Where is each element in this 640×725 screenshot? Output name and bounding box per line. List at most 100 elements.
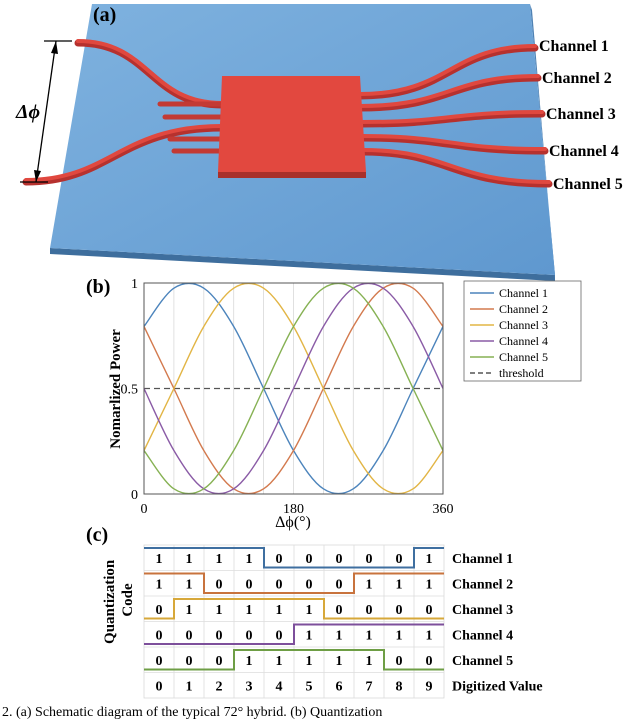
hybrid-chip <box>218 76 366 172</box>
digitized-value-cell: 4 <box>276 679 283 694</box>
code-cell: 0 <box>246 577 253 592</box>
code-cell: 1 <box>306 654 313 669</box>
code-cell: 1 <box>156 552 163 567</box>
input-waveguide-top <box>76 39 224 105</box>
output-waveguide-1 <box>358 44 537 96</box>
code-cell: 0 <box>276 628 283 643</box>
code-cell: 0 <box>186 654 193 669</box>
code-cell: 1 <box>366 654 373 669</box>
code-cell: 1 <box>216 603 223 618</box>
code-trace-channel-4 <box>144 623 444 645</box>
code-trace-channel-5 <box>144 649 444 671</box>
quantization-code-label-word-1: Quantization <box>102 559 118 644</box>
y-axis-label: Nomarlized Power <box>108 329 124 449</box>
code-row-label: Channel 5 <box>452 654 513 669</box>
code-cell: 0 <box>426 654 433 669</box>
code-cell: 0 <box>336 552 343 567</box>
code-cell: 1 <box>186 552 193 567</box>
output-waveguide-5 <box>360 148 551 184</box>
digitized-value-cell: 6 <box>336 679 343 694</box>
code-cell: 0 <box>306 577 313 592</box>
panel-c-label: (c) <box>86 524 108 546</box>
legend-entry: Channel 2 <box>499 302 548 316</box>
code-cell: 0 <box>246 628 253 643</box>
code-table <box>143 544 445 699</box>
code-cell: 1 <box>306 603 313 618</box>
code-cell: 1 <box>426 628 433 643</box>
code-cell: 0 <box>156 654 163 669</box>
code-cell: 0 <box>276 552 283 567</box>
code-cell: 1 <box>366 628 373 643</box>
code-cell: 1 <box>276 654 283 669</box>
phase-difference-arrow <box>20 40 72 183</box>
code-cell: 0 <box>156 628 163 643</box>
legend-entry: threshold <box>499 366 544 380</box>
code-traces <box>144 547 444 671</box>
output-waveguide-4 <box>360 134 547 151</box>
input-waveguide-bottom <box>24 124 224 182</box>
code-cell: 0 <box>216 654 223 669</box>
board-edge <box>50 248 555 281</box>
y-tick-label: 0 <box>131 488 138 503</box>
code-cell: 1 <box>306 628 313 643</box>
digitized-value-cell: 0 <box>156 679 163 694</box>
code-cell: 1 <box>186 577 193 592</box>
digitized-value-cell: 9 <box>426 679 433 694</box>
digitized-value-cell: 3 <box>246 679 253 694</box>
chart-series <box>143 282 444 495</box>
quantization-code-label-word-2: Code <box>120 583 136 617</box>
code-cell: 1 <box>246 552 253 567</box>
waveguides <box>22 39 553 188</box>
code-cell: 1 <box>336 654 343 669</box>
y-tick-label: 1 <box>131 277 138 292</box>
series-line-channel-4 <box>143 282 444 495</box>
code-cell: 0 <box>156 603 163 618</box>
output-waveguide-2 <box>358 74 540 108</box>
code-cell: 0 <box>366 603 373 618</box>
x-axis-label: Δϕ(°) <box>275 514 311 531</box>
x-tick-label: 0 <box>141 502 148 517</box>
code-cell: 0 <box>396 552 403 567</box>
channel-label-3: Channel 3 <box>546 106 616 123</box>
code-row-label: Channel 4 <box>452 628 513 643</box>
digitized-value-cell: 7 <box>366 679 373 694</box>
code-cell: 0 <box>366 552 373 567</box>
code-cell: 0 <box>186 628 193 643</box>
series-line-channel-2 <box>143 282 444 495</box>
code-cell: 1 <box>246 654 253 669</box>
code-trace-channel-3 <box>144 598 444 620</box>
code-cell: 1 <box>276 603 283 618</box>
code-trace-channel-2 <box>144 572 444 594</box>
digitized-value-cell: 2 <box>216 679 223 694</box>
channel-label-2: Channel 2 <box>542 70 612 87</box>
code-rows: 1 1 1 1 0 0 0 0 0 1 1 1 0 0 0 0 0 1 1 1 0 1 1 1 1 1 0 0 0 0 0 0 0 0 0 1 1 1 1 1… <box>156 552 433 669</box>
chart-tick-labels: 0 180 360 0 0.5 1 <box>121 277 454 517</box>
series-line-channel-5 <box>143 282 444 495</box>
code-cell: 1 <box>216 552 223 567</box>
phase-difference-label: Δϕ <box>15 101 40 123</box>
code-row-label: Channel 2 <box>452 577 513 592</box>
channel-label-1: Channel 1 <box>539 38 609 55</box>
code-cell: 0 <box>396 654 403 669</box>
code-cell: 1 <box>156 577 163 592</box>
digitized-value-cell: 5 <box>306 679 313 694</box>
code-cell: 0 <box>426 603 433 618</box>
code-cell: 1 <box>396 577 403 592</box>
code-cell: 1 <box>336 628 343 643</box>
panel-b-label: (b) <box>86 276 110 298</box>
y-tick-label: 0.5 <box>121 383 139 398</box>
code-cell: 0 <box>396 603 403 618</box>
x-tick-label: 180 <box>283 502 304 517</box>
code-cell: 1 <box>246 603 253 618</box>
legend-box <box>463 280 582 382</box>
code-cell: 1 <box>396 628 403 643</box>
code-cell: 0 <box>216 577 223 592</box>
code-cell: 1 <box>426 577 433 592</box>
x-tick-label: 360 <box>433 502 454 517</box>
figure-caption: 2. (a) Schematic diagram of the typical … <box>2 705 383 720</box>
code-cell: 0 <box>306 552 313 567</box>
